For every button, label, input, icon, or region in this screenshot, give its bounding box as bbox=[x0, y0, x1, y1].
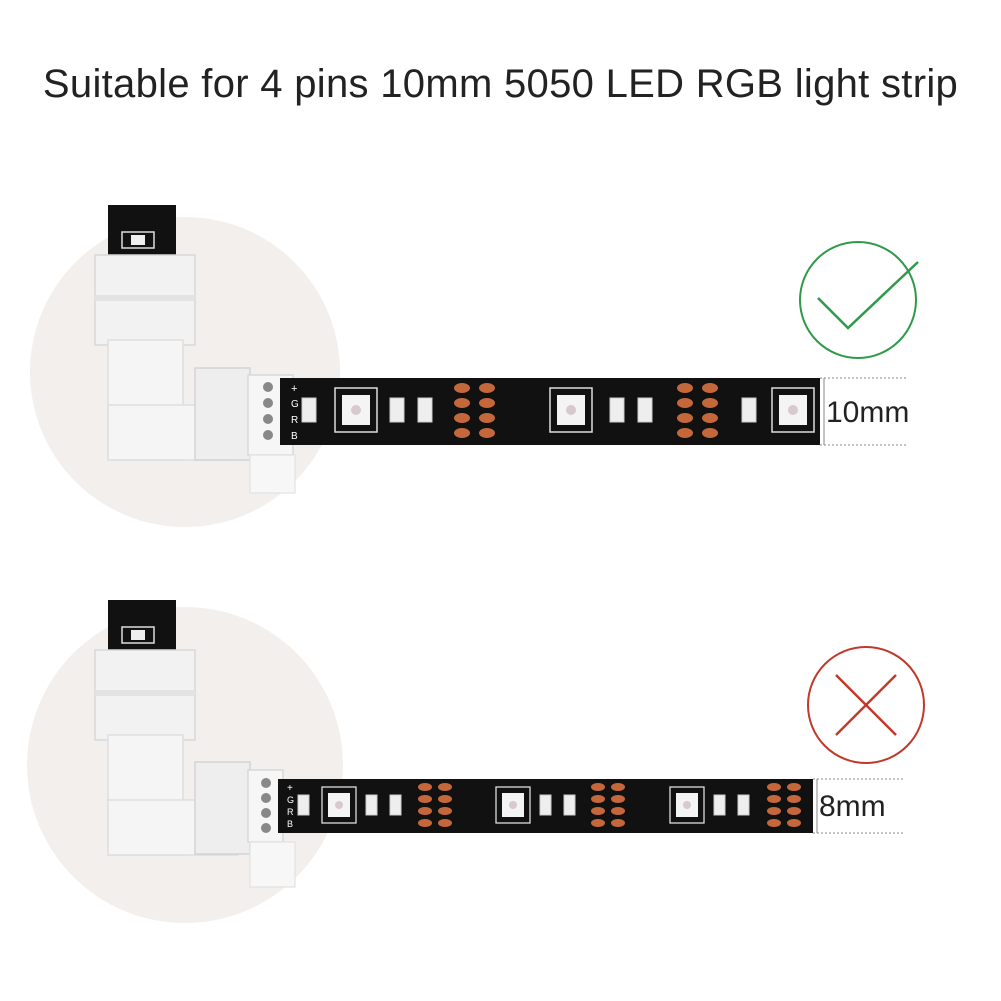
dimension-10mm: 10mm bbox=[820, 377, 909, 446]
pin-label-plus: + bbox=[291, 383, 297, 395]
led-strip-10mm: + G R B bbox=[280, 378, 820, 445]
led-chip bbox=[321, 786, 357, 824]
led-chip bbox=[771, 387, 815, 433]
led-chip bbox=[669, 786, 705, 824]
pin-label-r: R bbox=[287, 807, 294, 817]
pin-label-b: B bbox=[287, 819, 293, 829]
width-label-10mm: 10mm bbox=[826, 396, 909, 429]
l-connector-bottom bbox=[94, 649, 296, 888]
pin-label-g: G bbox=[287, 795, 294, 805]
led-strip-8mm: + G R B bbox=[278, 779, 813, 833]
pin-label-r: R bbox=[291, 415, 298, 426]
pin-label-g: G bbox=[291, 399, 299, 410]
panel-10mm: + G R B bbox=[30, 205, 919, 527]
dimension-8mm: 8mm bbox=[813, 778, 905, 834]
copper-pads bbox=[418, 783, 801, 827]
cross-icon bbox=[807, 646, 925, 764]
panel-8mm: + G R B bbox=[27, 600, 925, 923]
check-icon bbox=[799, 241, 919, 359]
copper-pads bbox=[454, 383, 718, 438]
led-chip bbox=[549, 387, 593, 433]
led-chip bbox=[495, 786, 531, 824]
pin-label-b: B bbox=[291, 431, 298, 442]
headline: Suitable for 4 pins 10mm 5050 LED RGB li… bbox=[42, 62, 959, 106]
pin-label-plus: + bbox=[287, 783, 293, 794]
width-label-8mm: 8mm bbox=[819, 790, 886, 823]
led-chip bbox=[334, 387, 378, 433]
